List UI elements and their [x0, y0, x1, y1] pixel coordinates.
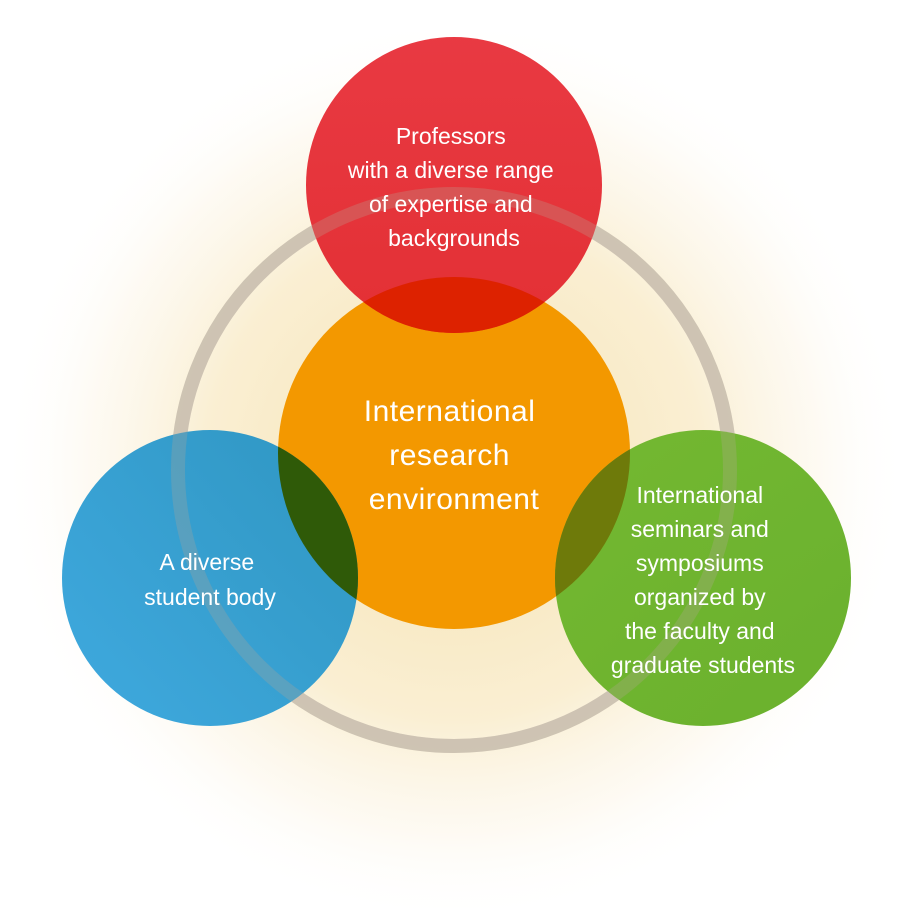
center-label-line-2: research: [389, 439, 510, 472]
right-label-line-6: graduate students: [611, 652, 795, 678]
top-circle-label: Professors with a diverse range of exper…: [347, 123, 560, 251]
right-circle: [555, 430, 851, 726]
top-label-line-1: Professors: [396, 123, 506, 149]
top-label-line-2: with a diverse range: [347, 157, 554, 183]
right-label-line-4: organized by: [634, 584, 766, 610]
right-circle-label: International seminars and symposiums or…: [611, 482, 795, 678]
top-label-line-3: of expertise and: [369, 191, 533, 217]
outer-ring-overlay: [171, 187, 737, 753]
right-label-line-3: symposiums: [636, 550, 764, 576]
left-label-line-2: student body: [144, 584, 276, 610]
left-circle-label: A diverse student body: [144, 549, 276, 610]
top-circle: [306, 37, 602, 333]
center-label-line-1: International: [364, 395, 536, 428]
right-label-line-5: the faculty and: [625, 618, 775, 644]
center-label-line-3: environment: [369, 483, 540, 516]
center-circle-label: International research environment: [364, 395, 544, 516]
top-label-line-4: backgrounds: [388, 225, 520, 251]
right-label-line-1: International: [637, 482, 764, 508]
center-circle: [278, 277, 630, 629]
right-label-line-2: seminars and: [631, 516, 769, 542]
left-label-line-1: A diverse: [160, 549, 255, 575]
left-circle: [62, 430, 358, 726]
